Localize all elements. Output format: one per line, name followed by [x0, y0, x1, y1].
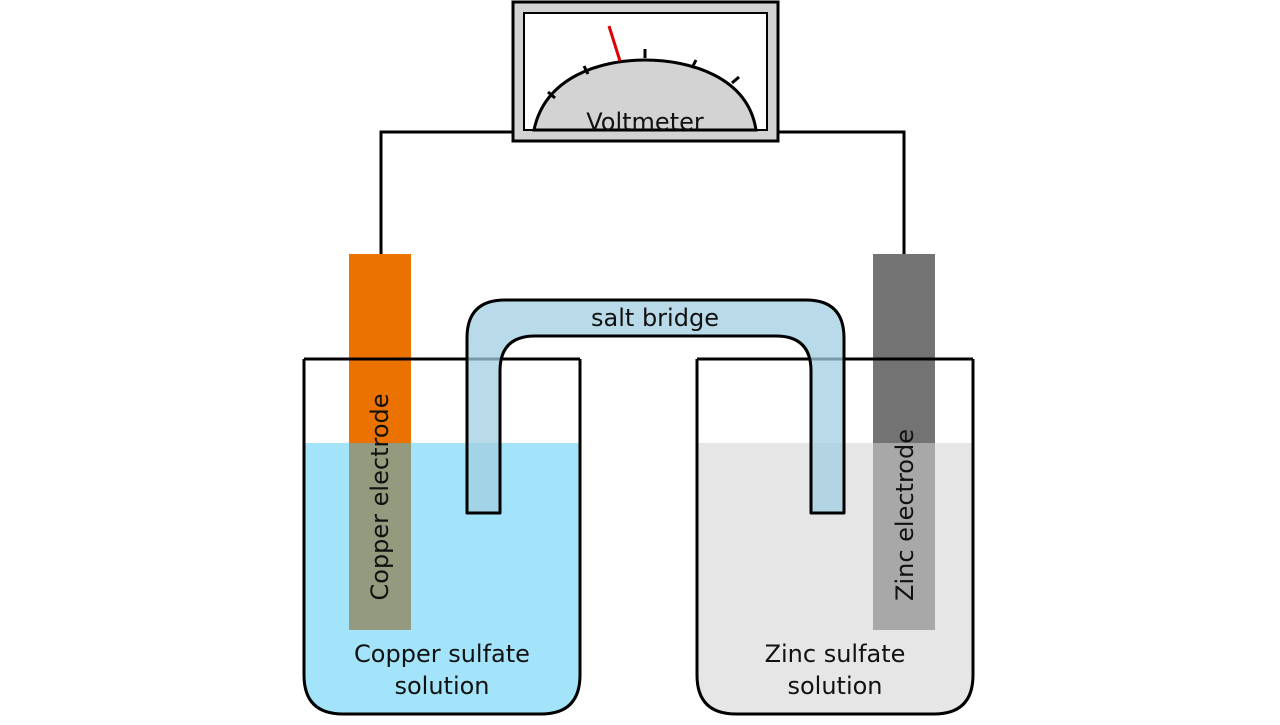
salt-bridge-tube: [465, 298, 846, 515]
voltmeter-dial: [532, 58, 758, 132]
salt-bridge: salt bridge: [465, 298, 846, 515]
zinc-electrode-submerged: [873, 443, 935, 630]
voltmeter-ticks: [547, 49, 740, 100]
copper-beaker-wall: [302, 359, 582, 716]
zinc-beaker: Zinc electrode Zinc sulfate solution: [695, 254, 975, 716]
wires: [379, 130, 906, 254]
wire-right: [778, 130, 906, 254]
zinc-electrode-upper: [873, 254, 935, 443]
voltmeter-label: Voltmeter: [586, 108, 704, 136]
salt-bridge-label: salt bridge: [591, 304, 719, 332]
zinc-beaker-wall: [695, 359, 975, 716]
zinc-electrode-label: Zinc electrode: [891, 429, 919, 601]
voltmeter-needle: [607, 25, 622, 62]
copper-electrode-label: Copper electrode: [366, 394, 394, 601]
copper-solution-label-line1: Copper sulfate: [354, 640, 530, 668]
voltmeter: Voltmeter: [511, 0, 780, 143]
wire-left: [379, 130, 513, 254]
copper-electrode-upper: [349, 254, 411, 443]
copper-electrode-submerged: [349, 443, 411, 630]
copper-solution-label-line2: solution: [394, 672, 489, 700]
copper-beaker: Copper electrode Copper sulfate solution: [302, 254, 582, 716]
zinc-solution-label-line1: Zinc sulfate: [765, 640, 906, 668]
zinc-solution-label-line2: solution: [787, 672, 882, 700]
